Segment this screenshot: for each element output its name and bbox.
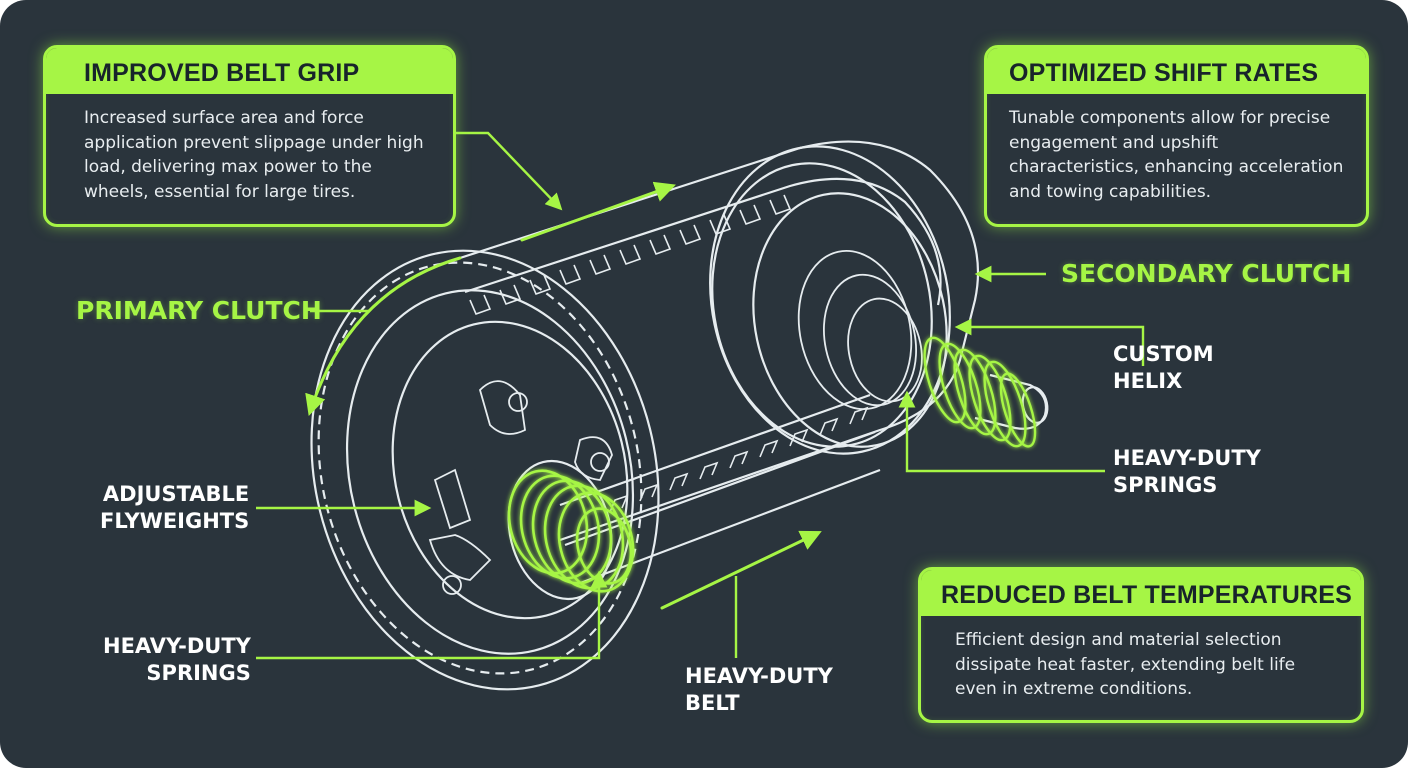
belt-upper-teeth: [469, 194, 792, 316]
primary-springs-label: HEAVY-DUTY SPRINGS: [103, 634, 251, 685]
leader-lines: [256, 131, 1145, 660]
belt-grip-body: Increased surface area and force applica…: [84, 108, 424, 202]
secondary-sheave-front: [752, 192, 948, 448]
drive-belt: [459, 140, 980, 587]
primary-sheave-inner: [345, 289, 635, 655]
belt-grip-leader: [440, 131, 563, 211]
shift-rates-card: OPTIMIZED SHIFT RATES Tunable components…: [984, 45, 1369, 227]
motion-arrows: [305, 181, 822, 610]
secondary-sheave-outer: [709, 145, 951, 455]
primary-springs-leader: [256, 570, 608, 660]
belt-label: HEAVY-DUTY BELT: [685, 664, 833, 715]
flyweights-label: ADJUSTABLE FLYWEIGHTS: [100, 482, 250, 533]
custom-helix-label: CUSTOM HELIX: [1113, 342, 1214, 393]
secondary-shaft: [974, 373, 1048, 430]
secondary-helix-rings: [797, 250, 923, 410]
secondary-sheave-rim: [711, 162, 933, 448]
belt-temps-body: Efficient design and material selection …: [955, 630, 1296, 699]
secondary-springs: [923, 336, 1037, 448]
primary-flyweight-arms: [428, 380, 613, 595]
secondary-clutch-label: SECONDARY CLUTCH: [1061, 259, 1352, 288]
belt-bottom-motion-arrow: [660, 530, 822, 610]
secondary-springs-leader: [898, 390, 1105, 473]
primary-clutch: [310, 249, 660, 691]
primary-cover-plate: [391, 320, 629, 620]
belt-grip-card: IMPROVED BELT GRIP Increased surface are…: [43, 45, 456, 227]
primary-rotation-arrow: [305, 256, 462, 416]
belt-inner-edge: [464, 177, 942, 306]
primary-clutch-label: PRIMARY CLUTCH: [76, 296, 322, 325]
primary-spring: [507, 469, 635, 593]
belt-top-motion-arrow: [520, 181, 676, 242]
belt-lower-run-bottom: [574, 468, 881, 587]
helix-leader: [954, 318, 1145, 366]
secondary-springs-label: HEAVY-DUTY SPRINGS: [1113, 446, 1261, 497]
belt-outer-edge: [459, 140, 980, 542]
belt-temps-title: REDUCED BELT TEMPERATURES: [921, 570, 1361, 616]
secondary-clutch: [709, 145, 1049, 455]
belt-temps-card: REDUCED BELT TEMPERATURES Efficient desi…: [918, 567, 1364, 723]
shift-rates-title: OPTIMIZED SHIFT RATES: [987, 48, 1366, 94]
shift-rates-body: Tunable components allow for precise eng…: [1009, 108, 1344, 202]
primary-sheave-teeth-ring: [317, 261, 643, 675]
belt-lower-run-top: [559, 393, 871, 507]
primary-sheave-outer: [310, 249, 660, 691]
belt-grip-title: IMPROVED BELT GRIP: [46, 48, 453, 94]
